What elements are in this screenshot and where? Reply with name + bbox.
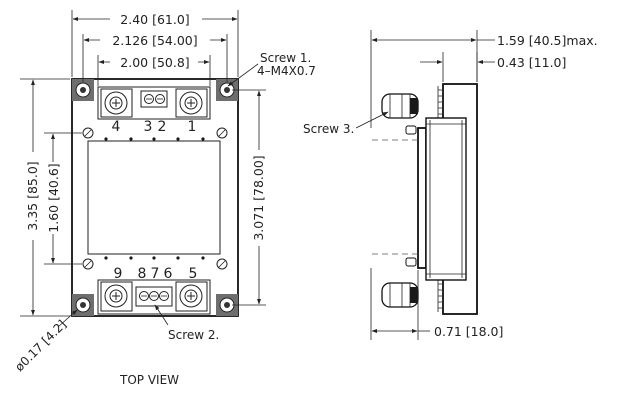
depth-dimension: 0.71 [18.0] — [370, 268, 503, 340]
inner-board — [425, 117, 467, 281]
terminal-9-label: 9 — [114, 266, 123, 282]
screw1-callout: Screw 1. 4–M4X0.7 — [227, 51, 316, 87]
bottom-terminal-block — [97, 279, 211, 315]
terminal-6-label: 6 — [164, 266, 173, 282]
screw2-label: Screw 2. — [168, 328, 219, 342]
screw3-label: Screw 3. — [303, 122, 354, 136]
center-window — [87, 140, 221, 255]
mount-width-dimension: 2.126 [54.00] — [82, 32, 228, 82]
base-height-text: 0.43 [11.0] — [497, 55, 566, 70]
side-pins — [405, 125, 417, 267]
depth-text: 0.71 [18.0] — [434, 324, 503, 339]
top-dots — [104, 137, 205, 141]
side-view: 1.59 [40.5]max. 0.43 [11.0] Screw 3. 0.7… — [303, 30, 598, 340]
view-caption: TOP VIEW — [119, 373, 179, 387]
mount-width-text: 2.126 [54.00] — [112, 33, 197, 48]
overall-height-text: 3.35 [85.0] — [25, 161, 40, 230]
corner-mount-pads — [72, 79, 238, 316]
terminal-5-label: 5 — [189, 266, 198, 282]
top-terminal-numbers: 4 3 2 1 — [112, 119, 197, 135]
hole-diameter-callout: ø0.17 [4.2] — [12, 309, 78, 374]
top-terminal-block — [97, 86, 211, 120]
overall-width-text: 2.40 [61.0] — [120, 12, 189, 27]
inner-screws — [82, 127, 228, 270]
bottom-terminal-numbers: 9 8 7 6 5 — [114, 266, 198, 282]
screw1-spec: 4–M4X0.7 — [257, 64, 316, 78]
hole-diameter-text: ø0.17 [4.2] — [12, 317, 69, 374]
terminal-span-text: 2.00 [50.8] — [120, 55, 189, 70]
terminal-7-label: 7 — [151, 266, 160, 282]
overall-height-dimension: 3.35 [85.0] — [20, 78, 70, 317]
window-height-dimension: 1.60 [40.6] — [44, 132, 82, 265]
overall-width-dimension: 2.40 [61.0] — [71, 10, 239, 77]
screw1-label: Screw 1. — [260, 51, 311, 65]
terminal-8-label: 8 — [138, 266, 147, 282]
screw2-callout: Screw 2. — [154, 304, 219, 342]
window-hidden-lines — [371, 139, 418, 255]
lower-stud — [381, 282, 419, 308]
upper-stud — [381, 93, 419, 119]
total-height-text: 1.59 [40.5]max. — [497, 33, 598, 48]
heatsink-fins — [437, 86, 443, 312]
module-outline — [71, 78, 239, 317]
mount-height-dimension: 3.071 [78.00] — [232, 89, 267, 306]
window-height-text: 1.60 [40.6] — [46, 163, 61, 232]
terminal-1-label: 1 — [188, 119, 197, 135]
terminal-2-label: 2 — [158, 119, 167, 135]
mount-height-text: 3.071 [78.00] — [251, 155, 266, 240]
base-plate — [417, 127, 427, 269]
base-height-dimension: 0.43 [11.0] — [420, 52, 566, 82]
terminal-3-label: 3 — [144, 119, 153, 135]
top-view: 4 3 2 1 9 8 7 6 5 — [12, 10, 316, 387]
screw3-callout: Screw 3. — [303, 111, 389, 136]
bottom-dots — [104, 256, 205, 260]
terminal-span-dimension: 2.00 [50.8] — [97, 54, 211, 86]
terminal-4-label: 4 — [112, 119, 121, 135]
